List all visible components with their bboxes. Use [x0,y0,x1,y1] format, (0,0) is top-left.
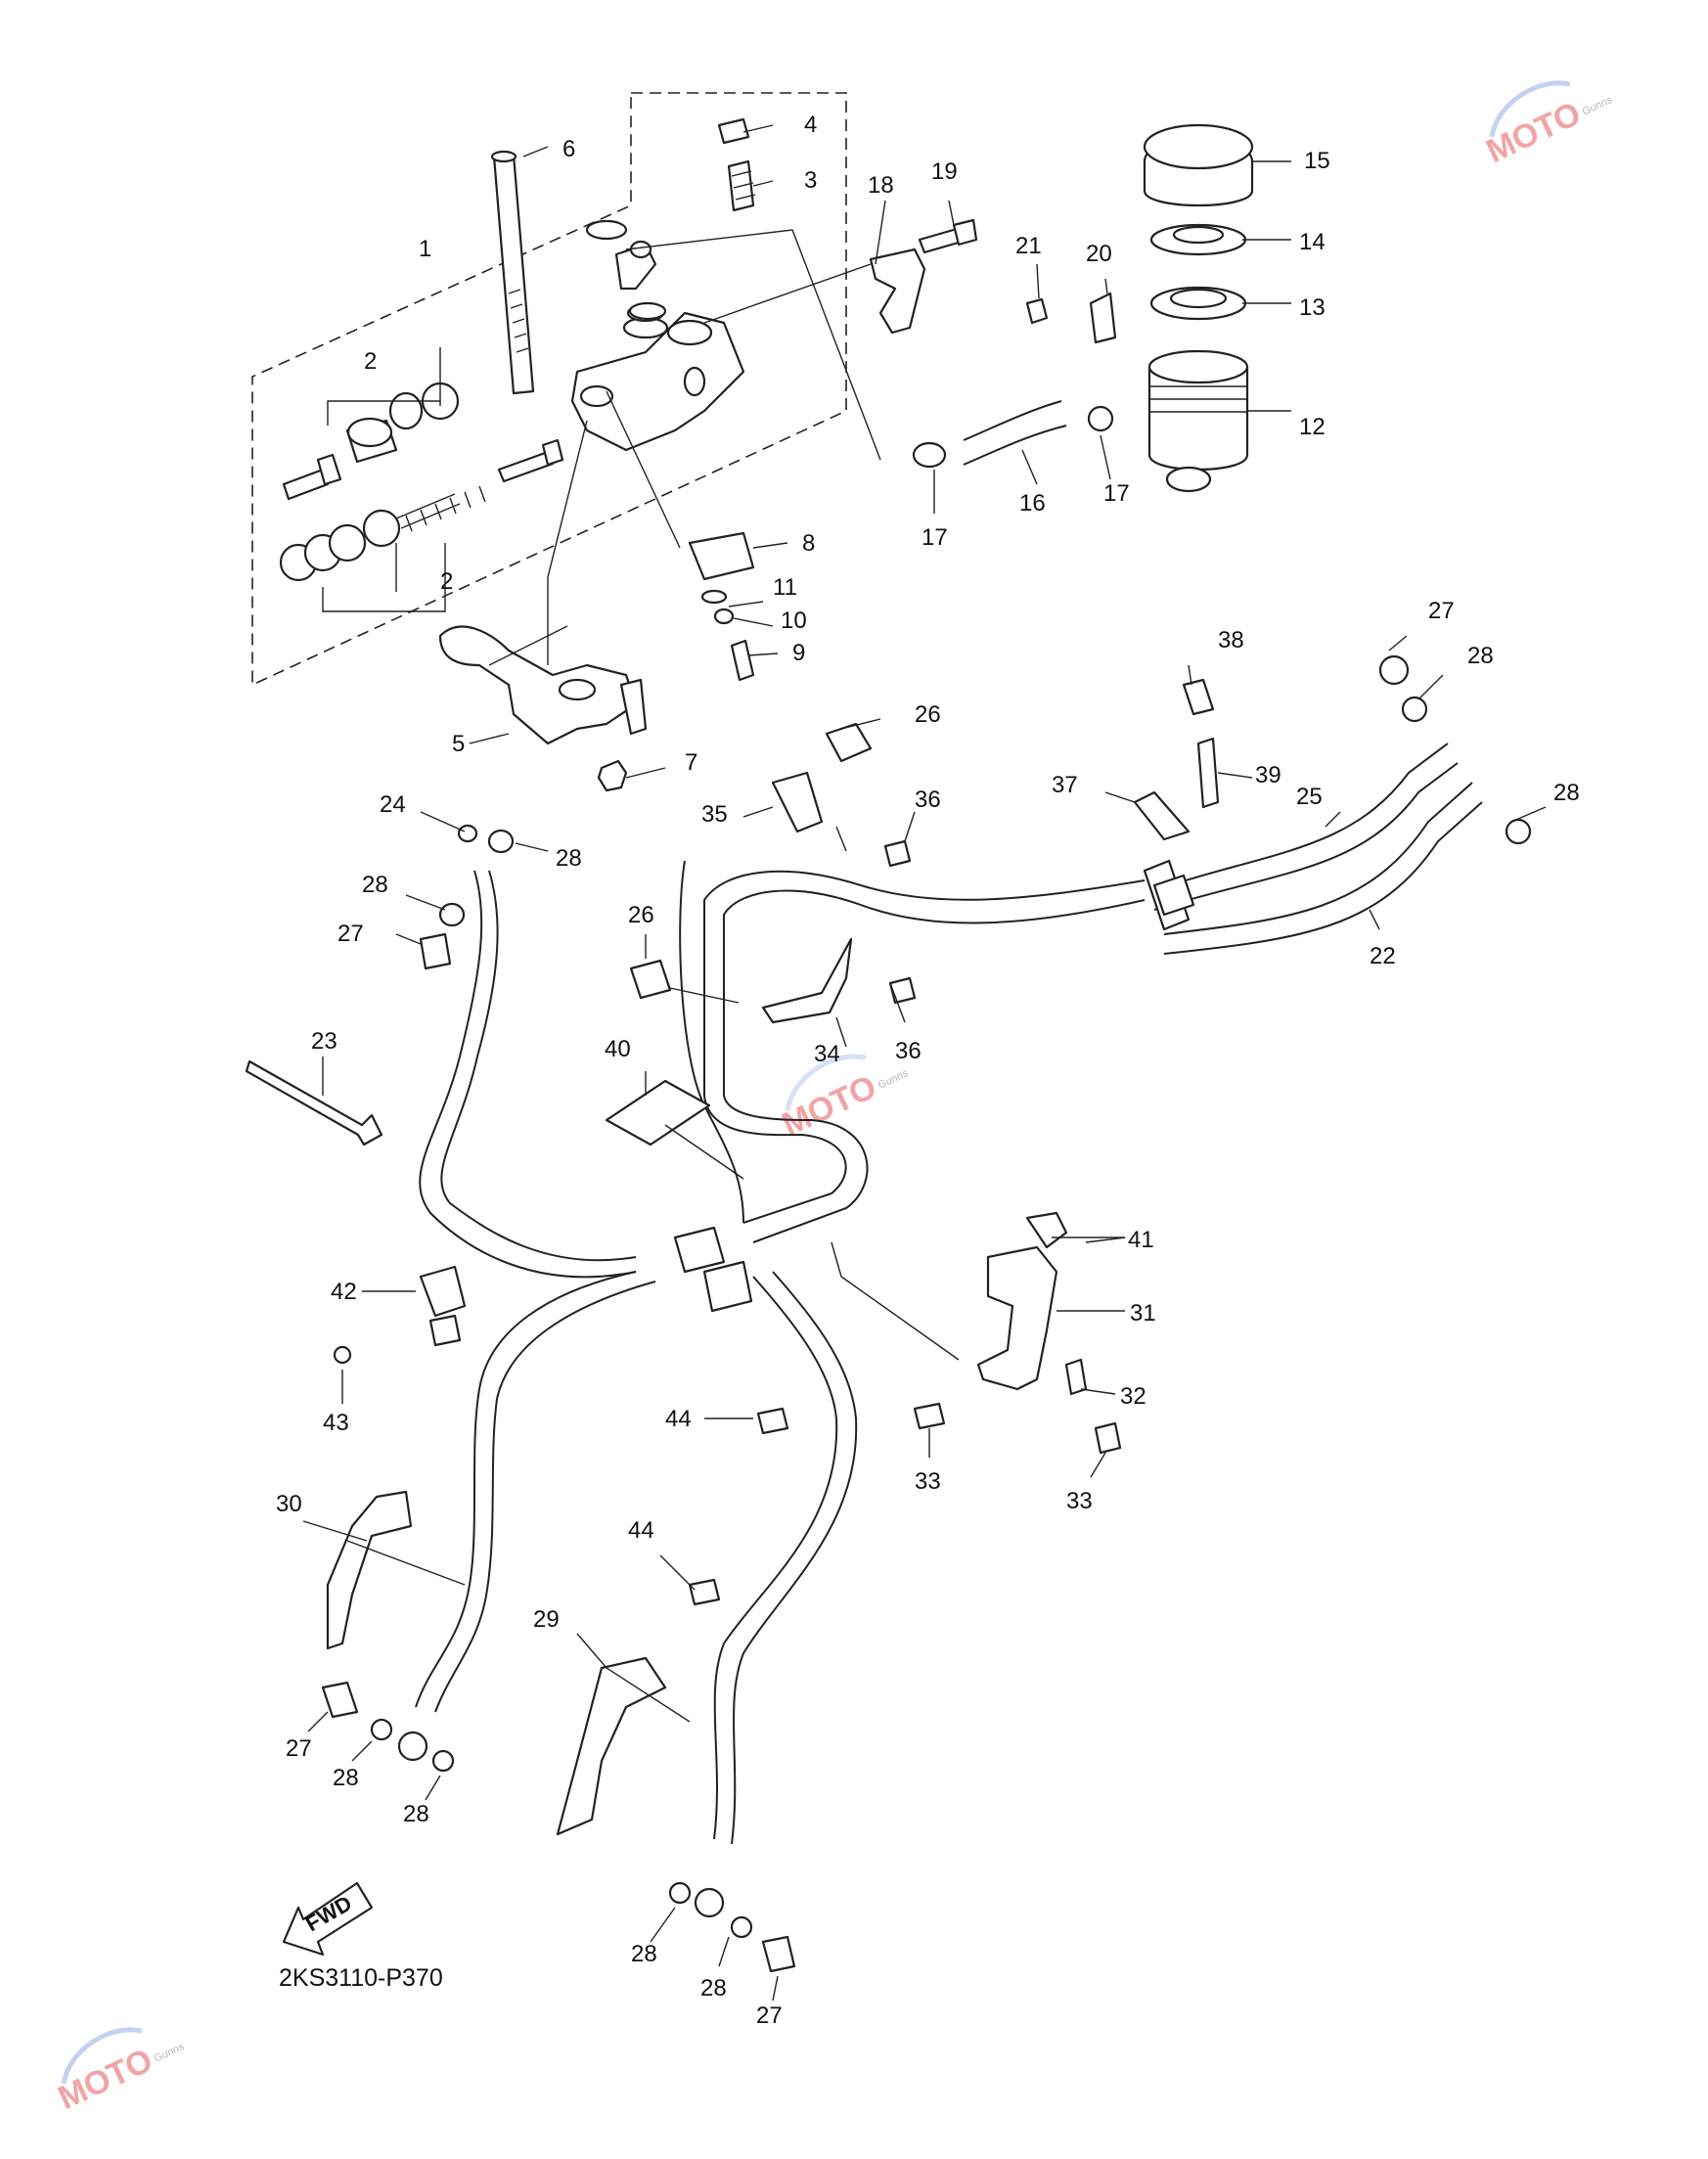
callout-24: 24 [380,791,406,818]
callout-28f: 28 [403,1801,429,1827]
nut-7 [597,759,628,792]
callout-36a: 36 [915,787,941,813]
callout-2a: 2 [364,348,377,375]
callout-13: 13 [1299,294,1326,321]
hose-bracket-31 [913,1211,1122,1455]
callout-28g: 28 [631,1941,657,1967]
brake-reservoir [1143,123,1254,493]
callout-8: 8 [802,530,815,557]
brake-lever [438,625,648,745]
callout-39: 39 [1255,762,1281,788]
callout-33a: 33 [915,1468,941,1495]
callout-27a: 27 [1428,598,1455,624]
callout-27d: 27 [756,2002,783,2029]
brake-hoses [415,742,1483,1845]
callout-labels: 1 2 2 3 4 5 6 7 8 9 10 11 12 13 14 15 16… [276,112,1580,2029]
callout-12: 12 [1299,414,1326,440]
callout-16: 16 [1019,490,1046,517]
callout-36b: 36 [895,1038,921,1064]
callout-1: 1 [419,236,431,262]
callout-25: 25 [1296,784,1323,810]
callout-17a: 17 [921,524,948,551]
callout-41: 41 [1128,1227,1154,1253]
svg-text:Gunns: Gunns [1581,94,1615,118]
callout-32: 32 [1120,1383,1146,1410]
callout-19: 19 [931,158,958,185]
callout-34: 34 [814,1041,840,1067]
callout-11: 11 [773,574,797,601]
callout-42: 42 [331,1279,357,1305]
callout-38: 38 [1218,627,1244,653]
svg-text:MOTO: MOTO [777,1068,882,1144]
master-cylinder-assembly-outline [251,92,847,687]
callout-10: 10 [781,607,807,634]
svg-text:Gunns: Gunns [876,1067,911,1092]
callout-9: 9 [792,640,805,666]
callout-35: 35 [701,801,728,828]
callout-6: 6 [562,136,575,162]
reservoir-stay [1089,292,1117,344]
callout-28h: 28 [700,1975,727,2002]
master-cylinder-holder [869,218,978,335]
master-cylinder [279,117,756,582]
svg-text:MOTO: MOTO [53,2042,158,2117]
callout-26a: 26 [915,701,941,728]
bolt-21 [1025,297,1049,325]
caliper-brackets [326,1490,667,1836]
callout-28b: 28 [1553,780,1580,806]
callout-17b: 17 [1103,480,1130,507]
callout-21: 21 [1015,233,1042,259]
reservoir-hose [912,400,1114,469]
callout-14: 14 [1299,229,1326,255]
callout-3: 3 [804,167,817,194]
callout-23: 23 [311,1028,337,1055]
callout-28c: 28 [556,845,582,872]
forward-arrow-icon: FWD [282,1881,374,1957]
callout-7: 7 [685,749,697,776]
callout-20: 20 [1086,241,1112,267]
callout-29: 29 [533,1606,560,1633]
callout-33b: 33 [1066,1488,1093,1514]
leader-lines [302,124,1547,2002]
callout-5: 5 [452,731,465,757]
callout-15: 15 [1304,148,1330,174]
hose-clips [333,1265,789,1606]
watermark-logo-top: MOTO Gunns [1481,80,1615,170]
svg-text:MOTO: MOTO [1481,95,1587,170]
callout-43: 43 [323,1410,349,1436]
svg-text:Gunns: Gunns [153,2041,187,2065]
callout-31: 31 [1130,1300,1156,1327]
callout-37: 37 [1052,772,1078,798]
callout-27b: 27 [337,921,364,947]
callout-4: 4 [804,112,817,138]
callout-28a: 28 [1467,643,1494,669]
callout-2b: 2 [440,568,453,595]
banjo-bolts-and-washers [321,654,1532,1973]
callout-18: 18 [868,172,894,199]
callout-44b: 44 [628,1517,654,1544]
callout-44a: 44 [665,1406,692,1432]
brake-switch [688,531,755,682]
diagram-code: 2KS3110-P370 [279,1964,443,1992]
reflector-sheet [605,1079,711,1147]
callout-26b: 26 [628,902,654,928]
callout-22: 22 [1370,943,1396,969]
callout-28e: 28 [333,1765,359,1791]
callout-30: 30 [276,1491,302,1517]
cable-tie [245,1059,383,1147]
hose-brackets [629,678,1220,1024]
watermark-logo-bottom: MOTO Gunns [53,2027,187,2117]
callout-28d: 28 [362,872,388,898]
callout-27c: 27 [286,1735,312,1762]
callout-40: 40 [605,1036,631,1062]
